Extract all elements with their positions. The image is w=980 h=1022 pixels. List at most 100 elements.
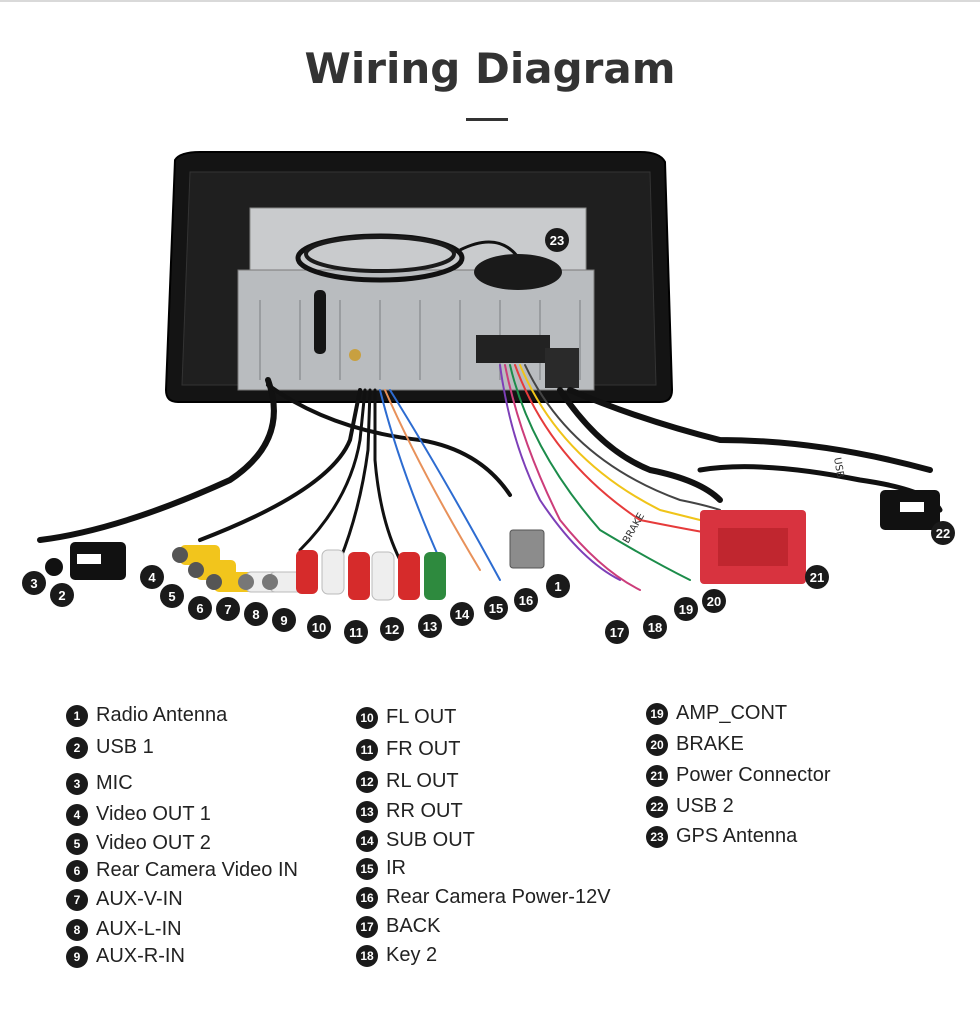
callout-15: 15 [484, 596, 508, 620]
legend-item-2: 2 USB 1 [66, 736, 154, 759]
legend-number: 19 [646, 702, 668, 725]
legend-item-10: 10 FL OUT [356, 706, 456, 729]
callout-18: 18 [643, 615, 667, 639]
legend-label: Rear Camera Video IN [96, 859, 298, 881]
top-divider [0, 0, 980, 2]
legend-item-13: 13 RR OUT [356, 800, 463, 823]
callout-20: 20 [702, 589, 726, 613]
callout-8: 8 [244, 602, 268, 626]
mic-jack [45, 558, 63, 576]
legend-number: 16 [356, 886, 378, 909]
legend-label: FL OUT [386, 706, 457, 728]
legend-label: FR OUT [386, 738, 461, 760]
legend-number: 20 [646, 733, 668, 756]
legend-number: 4 [66, 803, 88, 826]
legend-number: 14 [356, 829, 378, 852]
legend-label: BRAKE [676, 733, 744, 755]
legend-label: GPS Antenna [676, 825, 798, 847]
legend-label: USB 2 [676, 795, 734, 817]
gps-antenna-puck [474, 254, 562, 290]
legend-label: MIC [96, 772, 133, 794]
legend-label: Radio Antenna [96, 704, 228, 726]
legend-label: AMP_CONT [676, 702, 788, 724]
legend-item-11: 11 FR OUT [356, 738, 460, 761]
callout-2: 2 [50, 583, 74, 607]
callout-10: 10 [307, 615, 331, 639]
legend-number: 3 [66, 772, 88, 795]
cable-bundle [37, 364, 943, 591]
callout-4: 4 [140, 565, 164, 589]
main-harness-socket [476, 335, 550, 363]
legend-label: Video OUT 1 [96, 803, 211, 825]
legend-number: 15 [356, 857, 378, 880]
legend-number: 23 [646, 825, 668, 848]
callout-9: 9 [272, 608, 296, 632]
legend-item-22: 22 USB 2 [646, 795, 734, 818]
title-underline [466, 118, 508, 121]
legend-number: 10 [356, 706, 378, 729]
legend-item-1: 1 Radio Antenna [66, 704, 227, 727]
legend-number: 17 [356, 915, 378, 938]
legend-item-6: 6 Rear Camera Video IN [66, 859, 298, 882]
legend-label: Video OUT 2 [96, 832, 211, 854]
legend-number: 9 [66, 945, 88, 968]
legend-number: 2 [66, 736, 88, 759]
callout-13: 13 [418, 614, 442, 638]
legend-label: Key 2 [386, 944, 438, 966]
radio-antenna-plug [509, 529, 545, 569]
legend-number: 18 [356, 944, 378, 967]
legend-item-20: 20 BRAKE [646, 733, 744, 756]
legend-item-23: 23 GPS Antenna [646, 825, 797, 848]
legend-label: AUX-L-IN [96, 918, 182, 940]
callout-22: 22 [931, 521, 955, 545]
legend-label: RR OUT [386, 800, 463, 822]
legend-label: AUX-R-IN [96, 945, 185, 967]
legend-number: 11 [356, 738, 378, 761]
legend-item-16: 16 Rear Camera Power-12V [356, 886, 611, 909]
legend-number: 12 [356, 770, 378, 793]
legend-number: 7 [66, 888, 88, 911]
callout-12: 12 [380, 617, 404, 641]
legend-item-9: 9 AUX-R-IN [66, 945, 185, 968]
legend-item-15: 15 IR [356, 857, 406, 880]
radio-chassis-back [237, 269, 595, 391]
legend-item-18: 18 Key 2 [356, 944, 437, 967]
legend-label: IR [386, 857, 406, 879]
callout-21: 21 [805, 565, 829, 589]
page-title: Wiring Diagram [304, 44, 676, 93]
legend-item-14: 14 SUB OUT [356, 829, 475, 852]
legend-number: 6 [66, 859, 88, 882]
legend-item-3: 3 MIC [66, 772, 133, 795]
callout-23: 23 [545, 228, 569, 252]
legend-item-7: 7 AUX-V-IN [66, 888, 183, 911]
legend-number: 21 [646, 764, 668, 787]
legend-label: Rear Camera Power-12V [386, 886, 611, 908]
callout-3: 3 [22, 571, 46, 595]
legend-number: 5 [66, 832, 88, 855]
legend-number: 8 [66, 918, 88, 941]
legend-label: USB 1 [96, 736, 154, 758]
legend-item-4: 4 Video OUT 1 [66, 803, 211, 826]
legend-item-12: 12 RL OUT [356, 770, 459, 793]
brake-wire-tag: BRAKE [621, 511, 647, 545]
legend-number: 1 [66, 704, 88, 727]
callout-6: 6 [188, 596, 212, 620]
legend-number: 22 [646, 795, 668, 818]
wiring-diagram-illustration: BRAKE USB [37, 151, 943, 601]
rca-plugs [172, 545, 446, 601]
callout-7: 7 [216, 597, 240, 621]
callout-11: 11 [344, 620, 368, 644]
wifi-antenna [314, 290, 326, 354]
legend-number: 13 [356, 800, 378, 823]
legend-label: RL OUT [386, 770, 459, 792]
legend-label: AUX-V-IN [96, 888, 183, 910]
callout-5: 5 [160, 584, 184, 608]
legend-item-8: 8 AUX-L-IN [66, 918, 182, 941]
callout-1: 1 [546, 574, 570, 598]
callout-14: 14 [450, 602, 474, 626]
usb-wire-tag: USB [831, 457, 845, 479]
legend-label: SUB OUT [386, 829, 475, 851]
callout-17: 17 [605, 620, 629, 644]
